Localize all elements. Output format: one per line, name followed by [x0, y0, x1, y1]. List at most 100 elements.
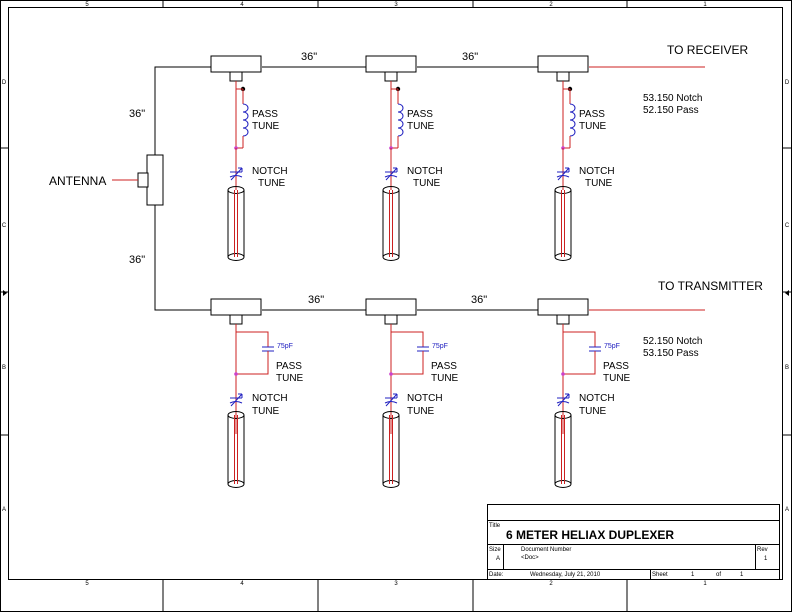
drawing-title: 6 METER HELIAX DUPLEXER [506, 528, 674, 542]
tx-stage-1-cavity-bottom [227, 480, 245, 488]
rx-tee-1-stub [229, 71, 243, 82]
rx-stage-2-cavity-top [382, 186, 400, 194]
col-label-2-top: 2 [549, 2, 553, 8]
rx-feeder-wire [154, 66, 211, 155]
row-label-d-left: D [2, 80, 7, 86]
tx-feeder-length-label: 36" [129, 254, 145, 266]
tx-stage-1-notch-label: NOTCH [252, 393, 288, 404]
tx-stage-2-pass-label: PASS [431, 361, 457, 372]
row-label-a-left: A [2, 507, 6, 513]
date-caption: Date: [489, 572, 504, 578]
tx-feeder-wire [154, 205, 211, 311]
rx-stage-3-cavity-bottom [554, 253, 572, 261]
rx-stage-1-notch-label: NOTCH [252, 166, 288, 177]
row-labels-right: D C B A [785, 80, 790, 513]
tx-stage-3-notch-cap-arrow-shaft [557, 393, 570, 407]
rx-stage-2-notch-tune-label: TUNE [413, 178, 441, 189]
rx-stage-3-inductor [569, 103, 576, 137]
tx-stage-3-notch-label: NOTCH [579, 393, 615, 404]
sheet-value: 1 [691, 572, 695, 578]
title-block: Title 6 METER HELIAX DUPLEXER Size A Doc… [487, 504, 780, 580]
rx-stage-2-notch-cap-arrow-shaft [385, 167, 398, 181]
tx-stage-3-cap-value: 75pF [604, 343, 620, 350]
rx-tee-2-stub [384, 71, 398, 82]
rx-stage-1-notch-tune-label: TUNE [258, 178, 286, 189]
rx-stage-1-inductor [242, 103, 249, 137]
tx-notes: 52.150 Notch 53.150 Pass [643, 336, 703, 359]
tx-stage-1-cap-value: 75pF [277, 343, 293, 350]
row-label-d-right: D [785, 80, 790, 86]
antenna-label: ANTENNA [49, 174, 106, 188]
col-label-1-bottom: 1 [703, 581, 707, 587]
of-value: 1 [740, 572, 744, 578]
rx-stage-1-cavity-top [227, 186, 245, 194]
col-label-2-bottom: 2 [549, 581, 553, 587]
row-label-a-right: A [785, 507, 789, 513]
date-value: Wednesday, July 21, 2010 [530, 572, 601, 578]
col-label-5-top: 5 [85, 2, 89, 8]
tx-stage-3-cavity-bottom [554, 480, 572, 488]
rx-stage-1-notch-cap-arrow-shaft [230, 167, 243, 181]
tx-stage-3-node [561, 372, 565, 376]
tx-stage-2-notch-tune-label: TUNE [407, 406, 435, 417]
tx-stage-3-notch-cap-arrow-head [565, 393, 570, 398]
doc-number-value: <Doc> [521, 555, 539, 561]
rx-note-pass: 52.150 Pass [643, 105, 699, 116]
rx-stage-3-pass-label: PASS [579, 109, 605, 120]
rx-stage-1-notch-cap-plate-bottom [229, 175, 243, 178]
rx-stage-3-notch-cap-arrow-head [565, 167, 570, 172]
tx-stage-1-pass-label: PASS [276, 361, 302, 372]
of-caption: of [716, 572, 721, 578]
center-mark-left [3, 290, 7, 296]
rx-feeder-length-label: 36" [129, 108, 145, 120]
col-label-1-top: 1 [703, 2, 707, 8]
row-label-c-left: C [2, 223, 7, 229]
col-label-4-top: 4 [240, 2, 244, 8]
col-label-4-bottom: 4 [240, 581, 244, 587]
rx-note-notch: 53.150 Notch [643, 93, 703, 104]
tx-stage-2-notch-cap-plate-bottom [384, 401, 398, 404]
column-labels-bottom: 5 4 3 2 1 [85, 581, 707, 587]
rx-stage-3-notch-cap-arrow-shaft [557, 167, 570, 181]
transmitter-label: TO TRANSMITTER [658, 279, 763, 293]
size-value: A [496, 556, 500, 562]
tx-stage-3-notch-cap-plate-bottom [556, 401, 570, 404]
row-label-c-right: C [785, 223, 790, 229]
tx-stage-2-cap-lead-top [391, 331, 424, 347]
tx-stage-2-cavity-top [382, 411, 400, 419]
tx-stage-3-notch-tune-label: TUNE [579, 406, 607, 417]
tx-tee-2-body [365, 298, 417, 316]
tx-stage-2-cap-value: 75pF [432, 343, 448, 350]
rx-notes: 53.150 Notch 52.150 Pass [643, 93, 703, 116]
tx-stage-2-cavity-bottom [382, 480, 400, 488]
tx-stage-2-cap-lead-bottom [391, 351, 424, 375]
rx-stage-1-pass-tune-label: TUNE [252, 121, 280, 132]
rx-stage-3-notch-cap-plate-bottom [556, 175, 570, 178]
tx-stage-1-notch-tune-label: TUNE [252, 406, 280, 417]
tx-stage-1-cap-lead-top [236, 331, 269, 347]
rx-stage-2-notch-label: NOTCH [407, 166, 443, 177]
size-caption: Size [489, 547, 501, 553]
rx-tee-3-body [537, 55, 589, 73]
tx-stage-2-notch-cap-arrow-head [393, 393, 398, 398]
rx-stage-3-pass-tune-label: TUNE [579, 121, 607, 132]
tx-stage-1-notch-cap-plate-bottom [229, 401, 243, 404]
rx-stage-2-pass-tune-label: TUNE [407, 121, 435, 132]
tx-stage-3-cap-lead-bottom [563, 351, 596, 375]
tx-note-pass: 53.150 Pass [643, 348, 699, 359]
rx-stage-2-inductor [397, 103, 404, 137]
title-caption: Title [489, 523, 501, 529]
tx-stage-3-cap-lead-top [563, 331, 596, 347]
rx-tee-3-stub [556, 71, 570, 82]
tx-link-1-length-label: 36" [308, 294, 324, 306]
row-labels-left: D C B A [2, 80, 7, 513]
column-labels-top: 5 4 3 2 1 [85, 2, 707, 8]
rx-stage-2-cavity-bottom [382, 253, 400, 261]
rx-stage-2-pass-label: PASS [407, 109, 433, 120]
